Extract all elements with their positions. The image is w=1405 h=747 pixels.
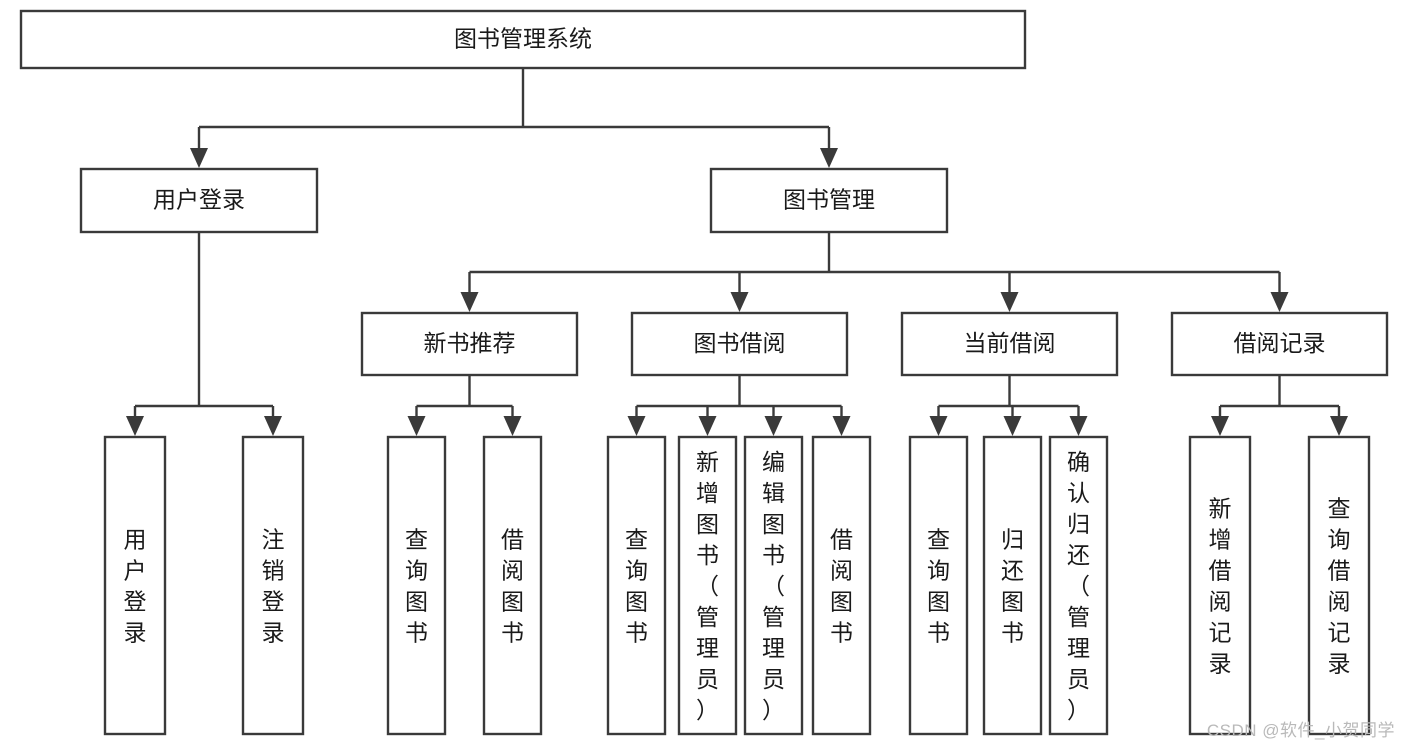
node-l3-新书推荐-box — [360, 311, 579, 377]
node-l3-图书借阅[interactable]: 图书借阅 — [630, 311, 849, 377]
node-leaf-7-借阅图书-box — [811, 435, 872, 736]
node-l3-借阅记录-box — [1170, 311, 1389, 377]
edge-arrowhead — [929, 416, 948, 436]
edge-arrowhead — [1069, 416, 1088, 436]
node-leaf-11-新增借阅记录-box — [1188, 435, 1252, 736]
node-leaf-11-新增借阅记录[interactable]: 新增借阅记录 — [1188, 435, 1252, 736]
node-leaf-10-确认归还管理员-label: 确认归还（管理员） — [1067, 449, 1090, 723]
edge-arrowhead — [264, 416, 282, 436]
node-l3-借阅记录[interactable]: 借阅记录 — [1170, 311, 1389, 377]
edge-arrowhead — [1003, 416, 1022, 436]
node-leaf-6-编辑图书管理员[interactable]: 编辑图书（管理员） — [743, 435, 804, 736]
node-l3-当前借阅-box — [900, 311, 1119, 377]
node-leaf-6-编辑图书管理员-label: 编辑图书（管理员） — [762, 449, 785, 723]
edge-arrowhead — [1270, 292, 1289, 312]
node-leaf-2-查询图书-box — [386, 435, 447, 736]
edge-arrowhead — [503, 416, 522, 436]
node-l3-当前借阅-label: 当前借阅 — [964, 330, 1056, 356]
node-root-图书管理系统-box — [19, 9, 1027, 70]
edge-arrowhead — [190, 148, 208, 168]
node-leaf-1-注销登录-label: 注销登录 — [262, 527, 285, 646]
node-l3-图书借阅-box — [630, 311, 849, 377]
node-leaf-1-注销登录-box — [241, 435, 305, 736]
node-leaf-3-借阅图书-box — [482, 435, 543, 736]
node-leaf-7-借阅图书[interactable]: 借阅图书 — [811, 435, 872, 736]
node-leaf-3-借阅图书-label: 借阅图书 — [501, 527, 524, 646]
node-leaf-5-新增图书管理员-label: 新增图书（管理员） — [696, 449, 719, 723]
node-leaf-1-注销登录[interactable]: 注销登录 — [241, 435, 305, 736]
edge-arrowhead — [832, 416, 851, 436]
node-l3-图书借阅-label: 图书借阅 — [694, 330, 786, 356]
node-leaf-8-查询图书-label: 查询图书 — [927, 527, 950, 646]
node-leaf-10-确认归还管理员[interactable]: 确认归还（管理员） — [1048, 435, 1109, 736]
node-l2-用户登录[interactable]: 用户登录 — [79, 167, 319, 234]
node-leaf-4-查询图书[interactable]: 查询图书 — [606, 435, 667, 736]
node-leaf-12-查询借阅记录-box — [1307, 435, 1371, 736]
node-leaf-7-借阅图书-label: 借阅图书 — [830, 527, 853, 646]
node-l3-新书推荐[interactable]: 新书推荐 — [360, 311, 579, 377]
edge-arrowhead — [764, 416, 783, 436]
node-leaf-6-编辑图书管理员-box — [743, 435, 804, 736]
node-leaf-0-用户登录-label: 用户登录 — [124, 527, 147, 646]
node-leaf-4-查询图书-box — [606, 435, 667, 736]
edge-arrowhead — [407, 416, 426, 436]
node-root-图书管理系统[interactable]: 图书管理系统 — [19, 9, 1027, 70]
node-leaf-8-查询图书[interactable]: 查询图书 — [908, 435, 969, 736]
nodes-layer: 图书管理系统用户登录图书管理新书推荐图书借阅当前借阅借阅记录用户登录注销登录查询… — [19, 9, 1389, 736]
node-l2-图书管理-label: 图书管理 — [783, 187, 875, 213]
edge-arrowhead — [627, 416, 646, 436]
node-leaf-5-新增图书管理员[interactable]: 新增图书（管理员） — [677, 435, 738, 736]
node-leaf-2-查询图书[interactable]: 查询图书 — [386, 435, 447, 736]
node-l3-当前借阅[interactable]: 当前借阅 — [900, 311, 1119, 377]
node-leaf-2-查询图书-label: 查询图书 — [405, 527, 428, 646]
node-l2-图书管理[interactable]: 图书管理 — [709, 167, 949, 234]
node-leaf-8-查询图书-box — [908, 435, 969, 736]
edge-arrowhead — [1211, 416, 1229, 436]
edges-layer — [126, 68, 1348, 436]
edge-arrowhead — [730, 292, 749, 312]
node-leaf-9-归还图书-box — [982, 435, 1043, 736]
edge-arrowhead — [1330, 416, 1348, 436]
edge-arrowhead — [1000, 292, 1019, 312]
node-l2-用户登录-box — [79, 167, 319, 234]
node-leaf-9-归还图书-label: 归还图书 — [1001, 527, 1024, 646]
edge-arrowhead — [460, 292, 479, 312]
node-leaf-3-借阅图书[interactable]: 借阅图书 — [482, 435, 543, 736]
edge-arrowhead — [820, 148, 838, 168]
node-leaf-9-归还图书[interactable]: 归还图书 — [982, 435, 1043, 736]
node-leaf-11-新增借阅记录-label: 新增借阅记录 — [1209, 496, 1232, 677]
edge-arrowhead — [698, 416, 717, 436]
node-leaf-4-查询图书-label: 查询图书 — [625, 527, 648, 646]
node-leaf-12-查询借阅记录-label: 查询借阅记录 — [1328, 496, 1351, 677]
node-l3-借阅记录-label: 借阅记录 — [1234, 330, 1326, 356]
node-leaf-12-查询借阅记录[interactable]: 查询借阅记录 — [1307, 435, 1371, 736]
node-leaf-0-用户登录[interactable]: 用户登录 — [103, 435, 167, 736]
node-leaf-0-用户登录-box — [103, 435, 167, 736]
edge-arrowhead — [126, 416, 144, 436]
watermark-text: CSDN @软件_小贺同学 — [1206, 721, 1395, 740]
node-root-图书管理系统-label: 图书管理系统 — [454, 26, 592, 52]
node-l3-新书推荐-label: 新书推荐 — [424, 330, 516, 356]
node-leaf-5-新增图书管理员-box — [677, 435, 738, 736]
node-l2-用户登录-label: 用户登录 — [153, 187, 245, 213]
node-leaf-10-确认归还管理员-box — [1048, 435, 1109, 736]
node-l2-图书管理-box — [709, 167, 949, 234]
